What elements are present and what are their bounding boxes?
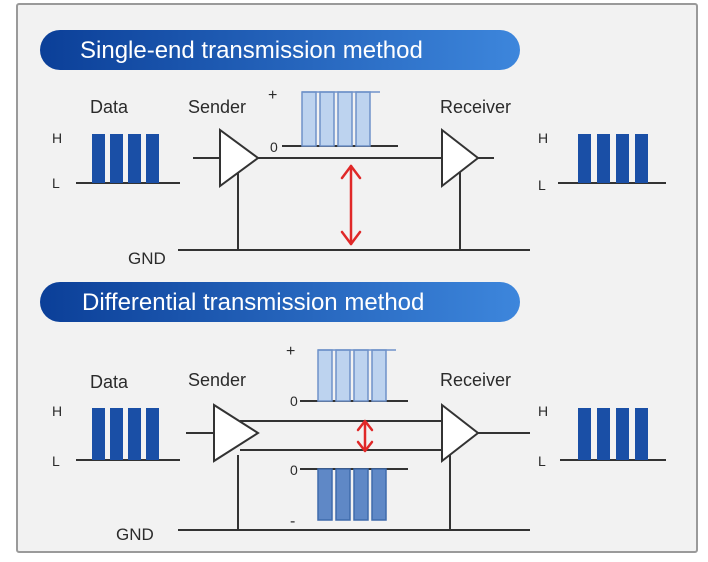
diff-negative-pulse [371, 468, 387, 521]
single-signal-pulse [355, 91, 371, 147]
single-gnd-label: GND [128, 249, 166, 268]
diff-zero-top-label: 0 [290, 393, 298, 409]
single-output-pulse [597, 134, 610, 183]
diff-l-label: L [52, 453, 60, 469]
diff-receiver-label: Receiver [440, 370, 511, 390]
single-h-label-right: H [538, 130, 548, 146]
diff-positive-pulse [353, 349, 369, 402]
single-output-pulse [635, 134, 648, 183]
diff-h-label: H [52, 403, 62, 419]
diff-data-label: Data [90, 372, 129, 392]
diff-sender-driver [213, 403, 260, 463]
diff-l-label-right: L [538, 453, 546, 469]
diff-data-pulse [92, 408, 105, 460]
diff-positive-pulse [317, 349, 333, 402]
single-plus-label: + [268, 87, 277, 104]
single-signal-pulse [319, 91, 335, 147]
diff-zero-bottom-label: 0 [290, 462, 298, 478]
differential-title-banner [40, 282, 520, 322]
diff-h-label-right: H [538, 403, 548, 419]
differential-title: Differential transmission method [82, 289, 424, 316]
diff-sender-label: Sender [188, 370, 246, 390]
single-l-label-right: L [538, 177, 546, 193]
single-receiver-amp [441, 127, 480, 189]
single-data-pulse [92, 134, 105, 183]
single-output-pulse [578, 134, 591, 183]
single-h-label: H [52, 130, 62, 146]
differential-section: Differential transmission method Data Se… [40, 282, 666, 544]
single-voltage-arrow [340, 164, 362, 246]
diff-data-pulse [146, 408, 159, 460]
single-l-label: L [52, 175, 60, 191]
diff-data-pulse [128, 408, 141, 460]
single-sender-label: Sender [188, 97, 246, 117]
single-receiver-label: Receiver [440, 97, 511, 117]
diff-positive-pulse [335, 349, 351, 402]
diff-plus-label: + [286, 343, 295, 360]
single-sender-driver [219, 128, 260, 188]
diff-minus-label: - [290, 513, 295, 530]
diff-positive-pulse [371, 349, 387, 402]
diff-negative-pulse [353, 468, 369, 521]
single-end-title: Single-end transmission method [80, 37, 423, 64]
diagram-panel [16, 3, 698, 553]
single-output-pulse [616, 134, 629, 183]
diff-receiver-amp [441, 402, 480, 464]
diff-output-pulse [597, 408, 610, 460]
diff-output-pulse [578, 408, 591, 460]
diff-output-pulse [616, 408, 629, 460]
single-data-label: Data [90, 97, 129, 117]
single-data-pulse [146, 134, 159, 183]
diff-output-pulse [635, 408, 648, 460]
single-data-pulse [128, 134, 141, 183]
diff-gnd-label: GND [116, 525, 154, 544]
diff-negative-pulse [335, 468, 351, 521]
diff-data-pulse [110, 408, 123, 460]
single-zero-label: 0 [270, 139, 278, 155]
single-signal-pulse [337, 91, 353, 147]
single-end-section: Single-end transmission method Data Send… [40, 30, 666, 268]
single-signal-pulse [301, 91, 317, 147]
diff-voltage-arrow [356, 419, 374, 453]
diff-negative-pulse [317, 468, 333, 521]
single-end-title-banner [40, 30, 520, 70]
single-data-pulse [110, 134, 123, 183]
